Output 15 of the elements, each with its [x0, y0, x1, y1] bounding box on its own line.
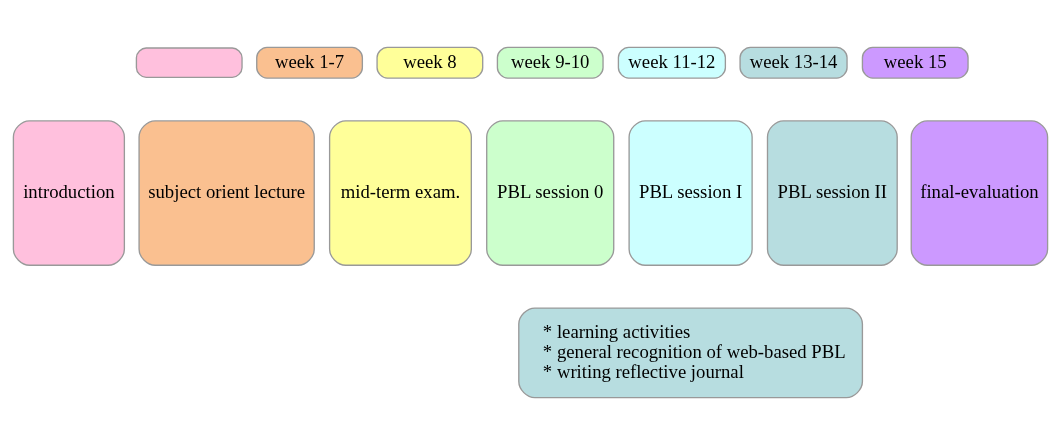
node-box: final-evaluation [910, 119, 1049, 266]
node-box: week 13-14 [739, 46, 848, 79]
node-box: subject orient lecture [138, 119, 315, 266]
node-box: week 8 [376, 46, 484, 79]
node-box: PBL session 0 [486, 119, 615, 266]
node-box: mid-term exam. [328, 119, 472, 266]
node-box: PBL session I [628, 119, 753, 266]
node-box: * learning activities * general recognition of web-based PBL * writing reflective journal [518, 306, 864, 398]
node-box [135, 46, 243, 78]
node-box: introduction [12, 119, 126, 266]
node-box: week 1-7 [256, 46, 364, 79]
node-box: week 9-10 [496, 46, 604, 79]
node-box: PBL session II [766, 119, 898, 266]
node-box: week 11-12 [617, 46, 727, 79]
node-box: week 15 [861, 46, 969, 79]
